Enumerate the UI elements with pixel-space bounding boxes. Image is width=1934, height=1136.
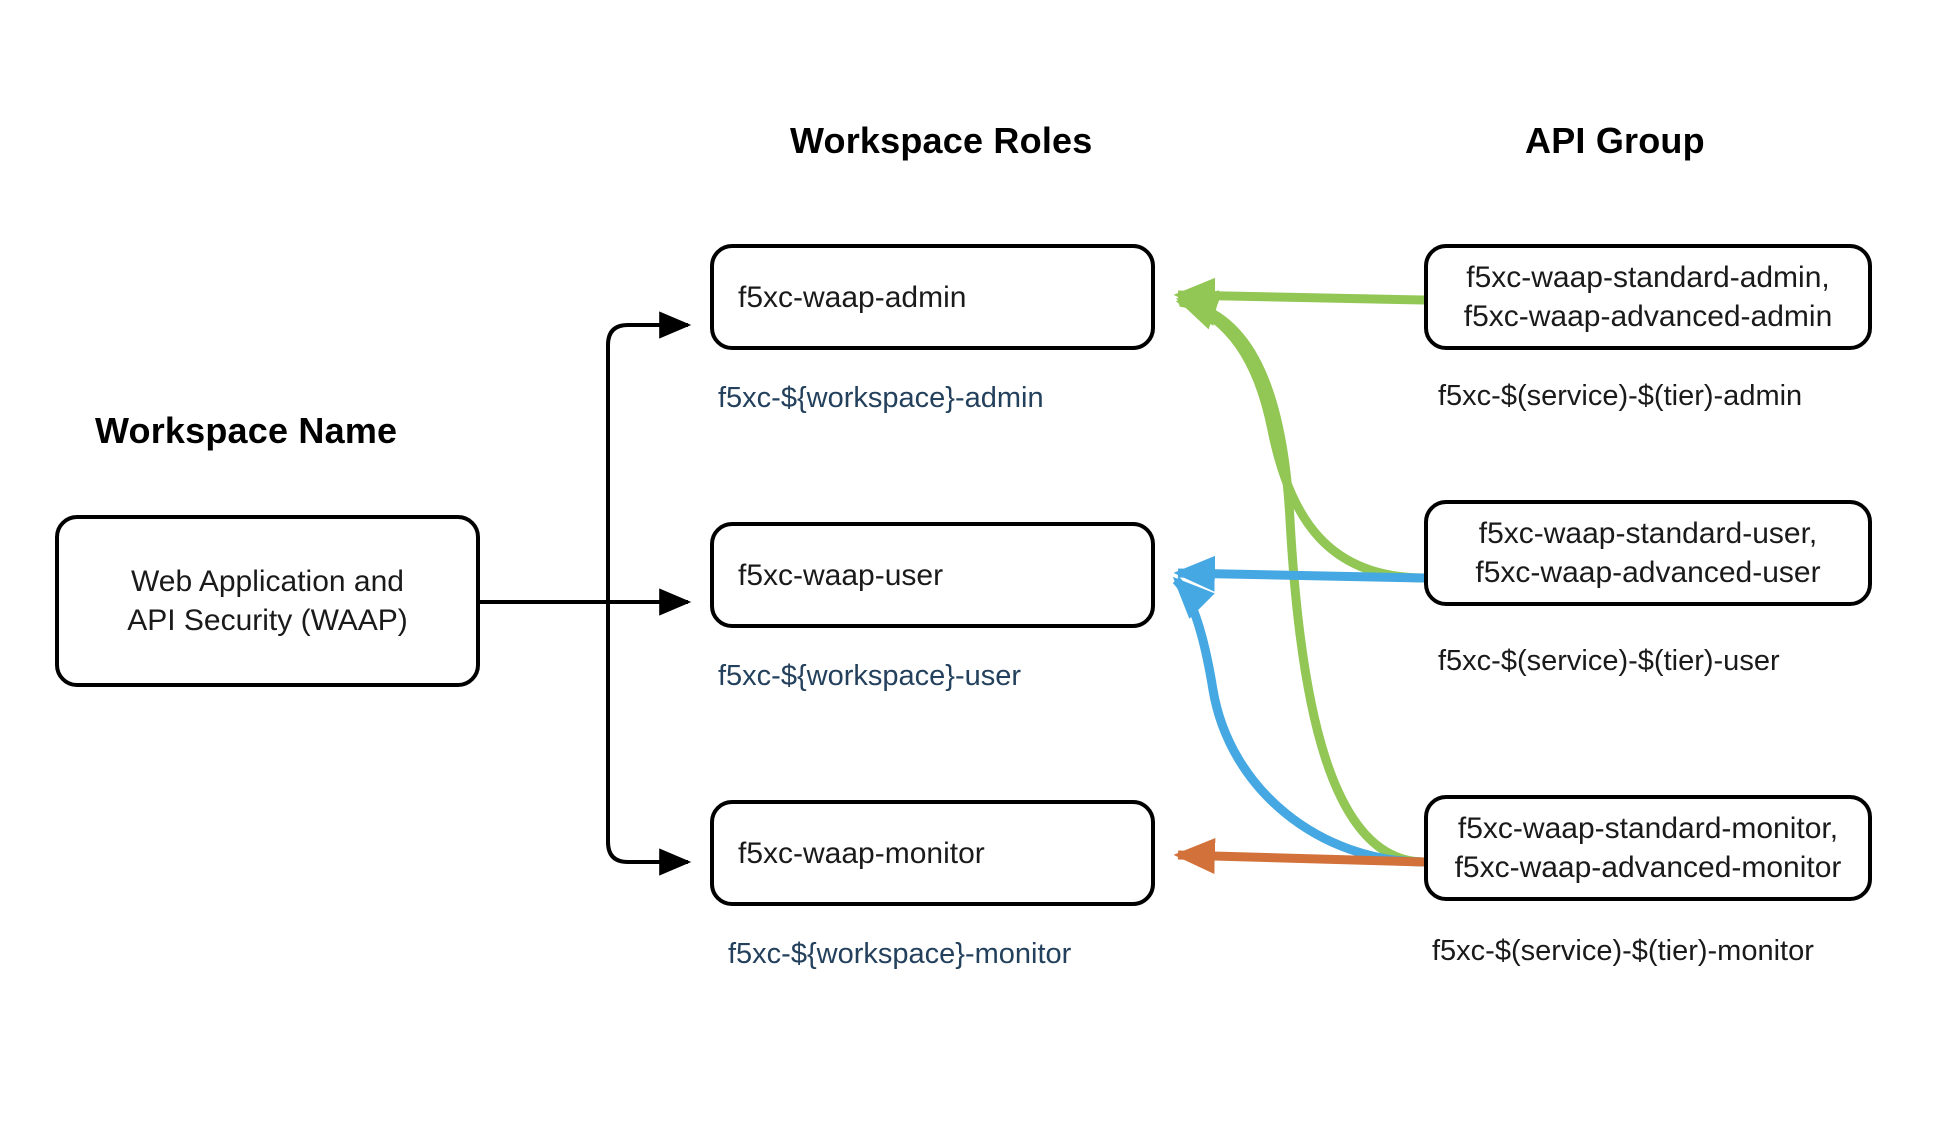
connector-api-user-to-role-admin [1175, 295, 1425, 583]
role-box-admin[interactable]: f5xc-waap-admin [710, 244, 1155, 350]
workspace-to-roles-connectors [478, 311, 692, 876]
workspace-name-box[interactable]: Web Application and API Security (WAAP) [55, 515, 480, 687]
workspace-name-label: Web Application and API Security (WAAP) [127, 565, 408, 637]
api-group-pattern-admin: f5xc-$(service)-$(tier)-admin [1438, 380, 1803, 412]
role-box-user-label: f5xc-waap-user [738, 558, 944, 592]
orange-connector-to-role-monitor [1173, 838, 1425, 875]
api-group-box-monitor[interactable]: f5xc-waap-standard-monitor, f5xc-waap-ad… [1424, 795, 1872, 901]
api-group-box-user-label: f5xc-waap-standard-user, f5xc-waap-advan… [1475, 517, 1821, 589]
green-connectors-to-role-admin [1173, 277, 1425, 867]
connector-workspace-to-role-admin [606, 311, 692, 602]
api-group-box-admin-label: f5xc-waap-standard-admin, f5xc-waap-adva… [1463, 261, 1833, 333]
api-group-box-monitor-label: f5xc-waap-standard-monitor, f5xc-waap-ad… [1454, 812, 1842, 884]
connector-workspace-to-role-monitor [606, 602, 692, 876]
column-title-workspace-roles: Workspace Roles [790, 120, 1093, 161]
role-pattern-monitor: f5xc-${workspace}-monitor [728, 938, 1072, 970]
role-pattern-admin: f5xc-${workspace}-admin [718, 382, 1044, 414]
role-box-admin-label: f5xc-waap-admin [738, 280, 967, 314]
role-box-user[interactable]: f5xc-waap-user [710, 522, 1155, 628]
connector-api-user-to-role-user [1173, 555, 1425, 592]
connector-api-admin-to-role-admin [1173, 277, 1425, 314]
column-title-api-group: API Group [1525, 120, 1705, 161]
connector-api-monitor-to-role-monitor [1173, 838, 1425, 875]
api-group-box-admin[interactable]: f5xc-waap-standard-admin, f5xc-waap-adva… [1424, 244, 1872, 350]
api-group-box-user[interactable]: f5xc-waap-standard-user, f5xc-waap-advan… [1424, 500, 1872, 606]
role-pattern-user: f5xc-${workspace}-user [718, 660, 1022, 692]
role-box-monitor-label: f5xc-waap-monitor [738, 836, 985, 870]
connector-api-monitor-to-role-admin [1175, 290, 1425, 867]
blue-connectors-to-role-user [1172, 555, 1425, 867]
role-box-monitor[interactable]: f5xc-waap-monitor [710, 800, 1155, 906]
connector-api-monitor-to-role-user [1172, 576, 1425, 867]
column-title-workspace-name: Workspace Name [95, 410, 398, 451]
api-group-pattern-monitor: f5xc-$(service)-$(tier)-monitor [1432, 935, 1814, 967]
api-group-pattern-user: f5xc-$(service)-$(tier)-user [1438, 645, 1780, 677]
